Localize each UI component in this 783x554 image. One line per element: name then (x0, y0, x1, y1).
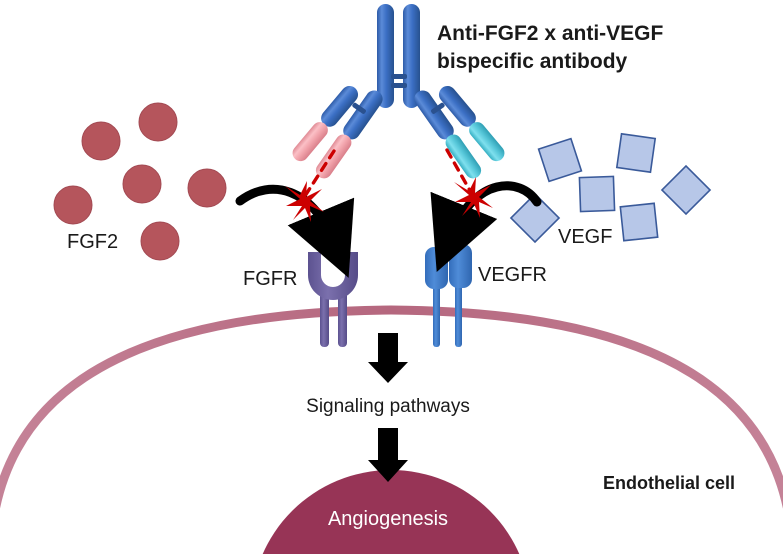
figure-title-line1: Anti-FGF2 x anti-VEGF (437, 22, 664, 45)
fgf2-molecule (81, 121, 121, 161)
fgf2-molecule (53, 185, 93, 225)
signaling-pathways-label: Signaling pathways (306, 396, 470, 417)
signal-arrow-to-nucleus (368, 428, 408, 482)
fgf2-molecule (140, 221, 180, 261)
fgf2-molecule (138, 102, 178, 142)
vegf-molecule (537, 137, 583, 183)
fgfr-receptor (308, 252, 358, 347)
signal-flow-arrows (368, 333, 408, 482)
blocking-x-icon (454, 177, 493, 218)
dashed-line-fgf2-block (301, 149, 336, 201)
vegfr-receptor (425, 244, 472, 347)
vegf-binding-arrow (430, 181, 542, 272)
cell-membrane (0, 305, 783, 510)
vegf-label: VEGF (558, 226, 612, 248)
antibody-arm-anti-fgf2 (292, 86, 383, 179)
signal-arrow-to-pathways (368, 333, 408, 383)
vegf-molecule (660, 164, 712, 216)
nucleus (262, 470, 520, 554)
blocking-x-marks (285, 177, 493, 222)
fgf2-label: FGF2 (67, 231, 118, 253)
fgf2-binding-arrow (235, 184, 355, 278)
vegf-molecule (578, 175, 616, 213)
vegf-molecule (509, 192, 561, 244)
fgfr-label: FGFR (243, 268, 297, 290)
blocking-x-icon (285, 181, 324, 222)
fgf2-molecule (187, 168, 227, 208)
antibody-arm-anti-vegf (414, 86, 505, 179)
vegf-molecule (615, 132, 657, 174)
vegf-molecule (619, 202, 659, 242)
endothelial-cell-label: Endothelial cell (603, 473, 735, 493)
vegfr-label: VEGFR (478, 264, 547, 286)
dashed-line-vegf-block (445, 148, 475, 198)
vegf-molecule-group (509, 132, 712, 244)
inhibition-dashed-lines (301, 148, 475, 201)
bispecific-antibody (292, 4, 505, 179)
figure-title-line2: bispecific antibody (437, 50, 628, 73)
antibody-fc-stalk-left (377, 4, 394, 108)
fgf2-molecule (122, 164, 162, 204)
fgf2-molecule-group (53, 102, 227, 261)
ligand-binding-arrows (235, 181, 542, 278)
antibody-fc-stalk-right (403, 4, 420, 108)
